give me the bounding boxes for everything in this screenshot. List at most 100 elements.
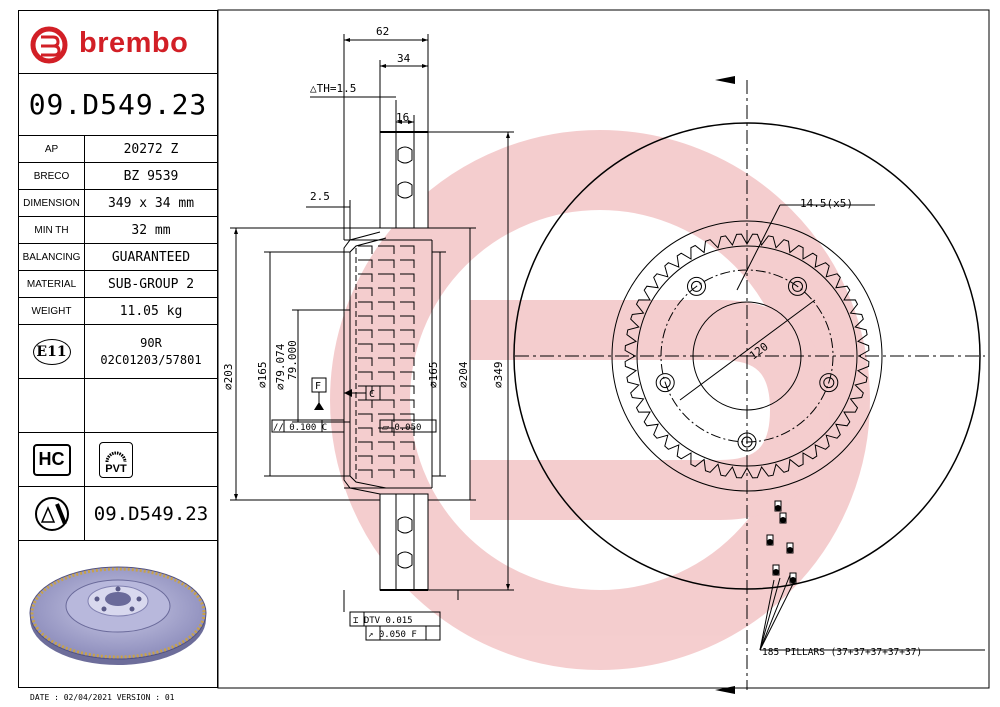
spec-value: BZ 9539: [123, 168, 179, 184]
bolt-hole-inner: [741, 436, 753, 448]
spec-value: 32 mm: [131, 222, 171, 238]
vent-fin: [358, 469, 415, 478]
vent-fin: [358, 455, 415, 464]
dim-34-label: 34: [397, 52, 411, 65]
vent-fin: [358, 371, 415, 380]
spec-row: WEIGHT 11.05 kg: [19, 297, 217, 324]
dim-16-label: 16: [396, 111, 409, 124]
pillar-marker-dot: [790, 577, 796, 583]
bolt-hole-inner: [823, 377, 835, 389]
dia-204-label: ∅204: [457, 361, 470, 388]
vent-fin: [358, 315, 415, 324]
spec-label: WEIGHT: [19, 298, 85, 324]
part-number: 09.D549.23: [28, 88, 208, 121]
footer-date: DATE : 02/04/2021 VERSION : 01: [30, 693, 175, 702]
datum-c-label: C: [369, 389, 375, 400]
spec-row: DIMENSION 349 x 34 mm: [19, 189, 217, 216]
spec-row: MATERIAL SUB-GROUP 2: [19, 270, 217, 297]
brand-name: brembo: [79, 27, 189, 59]
vent-fin: [358, 259, 415, 268]
pillar-marker-dot: [767, 539, 773, 545]
tolerance-flatness: ⏥ 0.050: [382, 423, 421, 433]
vent-fin: [358, 413, 415, 422]
spec-label: MIN TH: [19, 217, 85, 243]
bolt-hole: [687, 276, 706, 296]
vent-fin: [358, 329, 415, 338]
vent-fin: [358, 273, 415, 282]
pillar-marker-dot: [780, 517, 786, 523]
hat-teeth: [624, 233, 870, 479]
blank-row: [19, 378, 217, 432]
pillar-markers: [766, 500, 797, 584]
spec-label: BRECO: [19, 163, 85, 189]
tolerance-runout: ↗ 0.050 F: [368, 630, 417, 640]
dim-62-label: 62: [376, 25, 389, 38]
render-row: [19, 540, 217, 688]
vent-fin: [358, 343, 415, 352]
friction-inner-edge: [611, 220, 883, 492]
dim-2-5-label: 2.5: [310, 190, 330, 203]
spec-label: BALANCING: [19, 244, 85, 270]
vent-fin: [358, 287, 415, 296]
pillar-marker-dot: [773, 569, 779, 575]
footer-part-number: 09.D549.23: [93, 502, 209, 525]
disc-outer-edge: [513, 122, 981, 590]
tolerance-parallel: // 0.100 C: [273, 423, 327, 433]
section-view: [230, 34, 514, 641]
dia-165-left-label: ∅165: [256, 362, 269, 389]
vent-fin: [358, 357, 415, 366]
bolt-hole: [655, 373, 675, 393]
hc-badge-icon: HC: [32, 443, 71, 476]
datum-f-label: F: [315, 381, 321, 392]
spec-row: AP 20272 Z: [19, 135, 217, 162]
dia-349-label: ∅349: [492, 362, 505, 389]
brembo-logo-icon: [30, 26, 68, 64]
vent-fin: [358, 427, 415, 436]
bolt-holes: [655, 276, 839, 452]
dia-165-right-label: ∅165: [427, 362, 440, 389]
part-number-row: 09.D549.23: [19, 73, 217, 135]
approval-row: E11 90R 02C01203/57801: [19, 324, 217, 378]
datum-triangles: [314, 389, 352, 410]
pvt-badge-icon: PVT: [99, 441, 133, 478]
bolt-hole-inner: [691, 280, 702, 292]
info-panel: brembo 09.D549.23 AP 20272 Z BRECO BZ 95…: [18, 10, 218, 688]
bolt-hole: [788, 276, 807, 296]
spec-label: DIMENSION: [19, 190, 85, 216]
spec-label: AP: [19, 136, 85, 162]
spec-row: BALANCING GUARANTEED: [19, 243, 217, 270]
approval-number: 02C01203/57801: [100, 352, 202, 367]
vent-fin: [358, 245, 415, 254]
hat-face-edge: [636, 245, 858, 467]
spec-value: 349 x 34 mm: [107, 195, 195, 211]
pillar-marker-dot: [787, 547, 793, 553]
approval-code: 90R: [140, 335, 162, 350]
spec-value: GUARANTEED: [111, 249, 191, 265]
dia-203-label: ∅203: [222, 364, 235, 391]
pvt-disc-icon: [105, 451, 127, 462]
spec-value: 20272 Z: [123, 141, 179, 157]
spec-value: SUB-GROUP 2: [107, 276, 195, 292]
disc-render-image: [29, 566, 207, 665]
drawing-frame: [217, 9, 990, 689]
e-mark-icon: E11: [32, 338, 71, 365]
pillars-label: 185 PILLARS (37+37+37+37+37): [762, 647, 922, 658]
front-view-arrows: [715, 76, 735, 694]
bolt-hole-inner: [659, 377, 671, 389]
pvt-label: PVT: [105, 462, 127, 475]
badge-row: HC PVT: [19, 432, 217, 486]
spec-value: 11.05 kg: [119, 303, 183, 319]
vent-fin: [358, 301, 415, 310]
pillar-marker-dot: [775, 505, 781, 511]
vent-fin: [358, 441, 415, 450]
tolerance-dtv: ⌶ DTV 0.015: [353, 616, 413, 626]
dia-79-000-label: 79.000: [286, 340, 299, 380]
hole-diameter-label: 14.5(x5): [800, 197, 853, 210]
dia-79-074-label: ∅79.074: [274, 343, 287, 390]
dim-th-label: △TH=1.5: [310, 82, 356, 95]
dimension-arrows: [234, 38, 510, 590]
bolt-hole-inner: [792, 280, 803, 292]
brembo-watermark: [330, 130, 870, 670]
